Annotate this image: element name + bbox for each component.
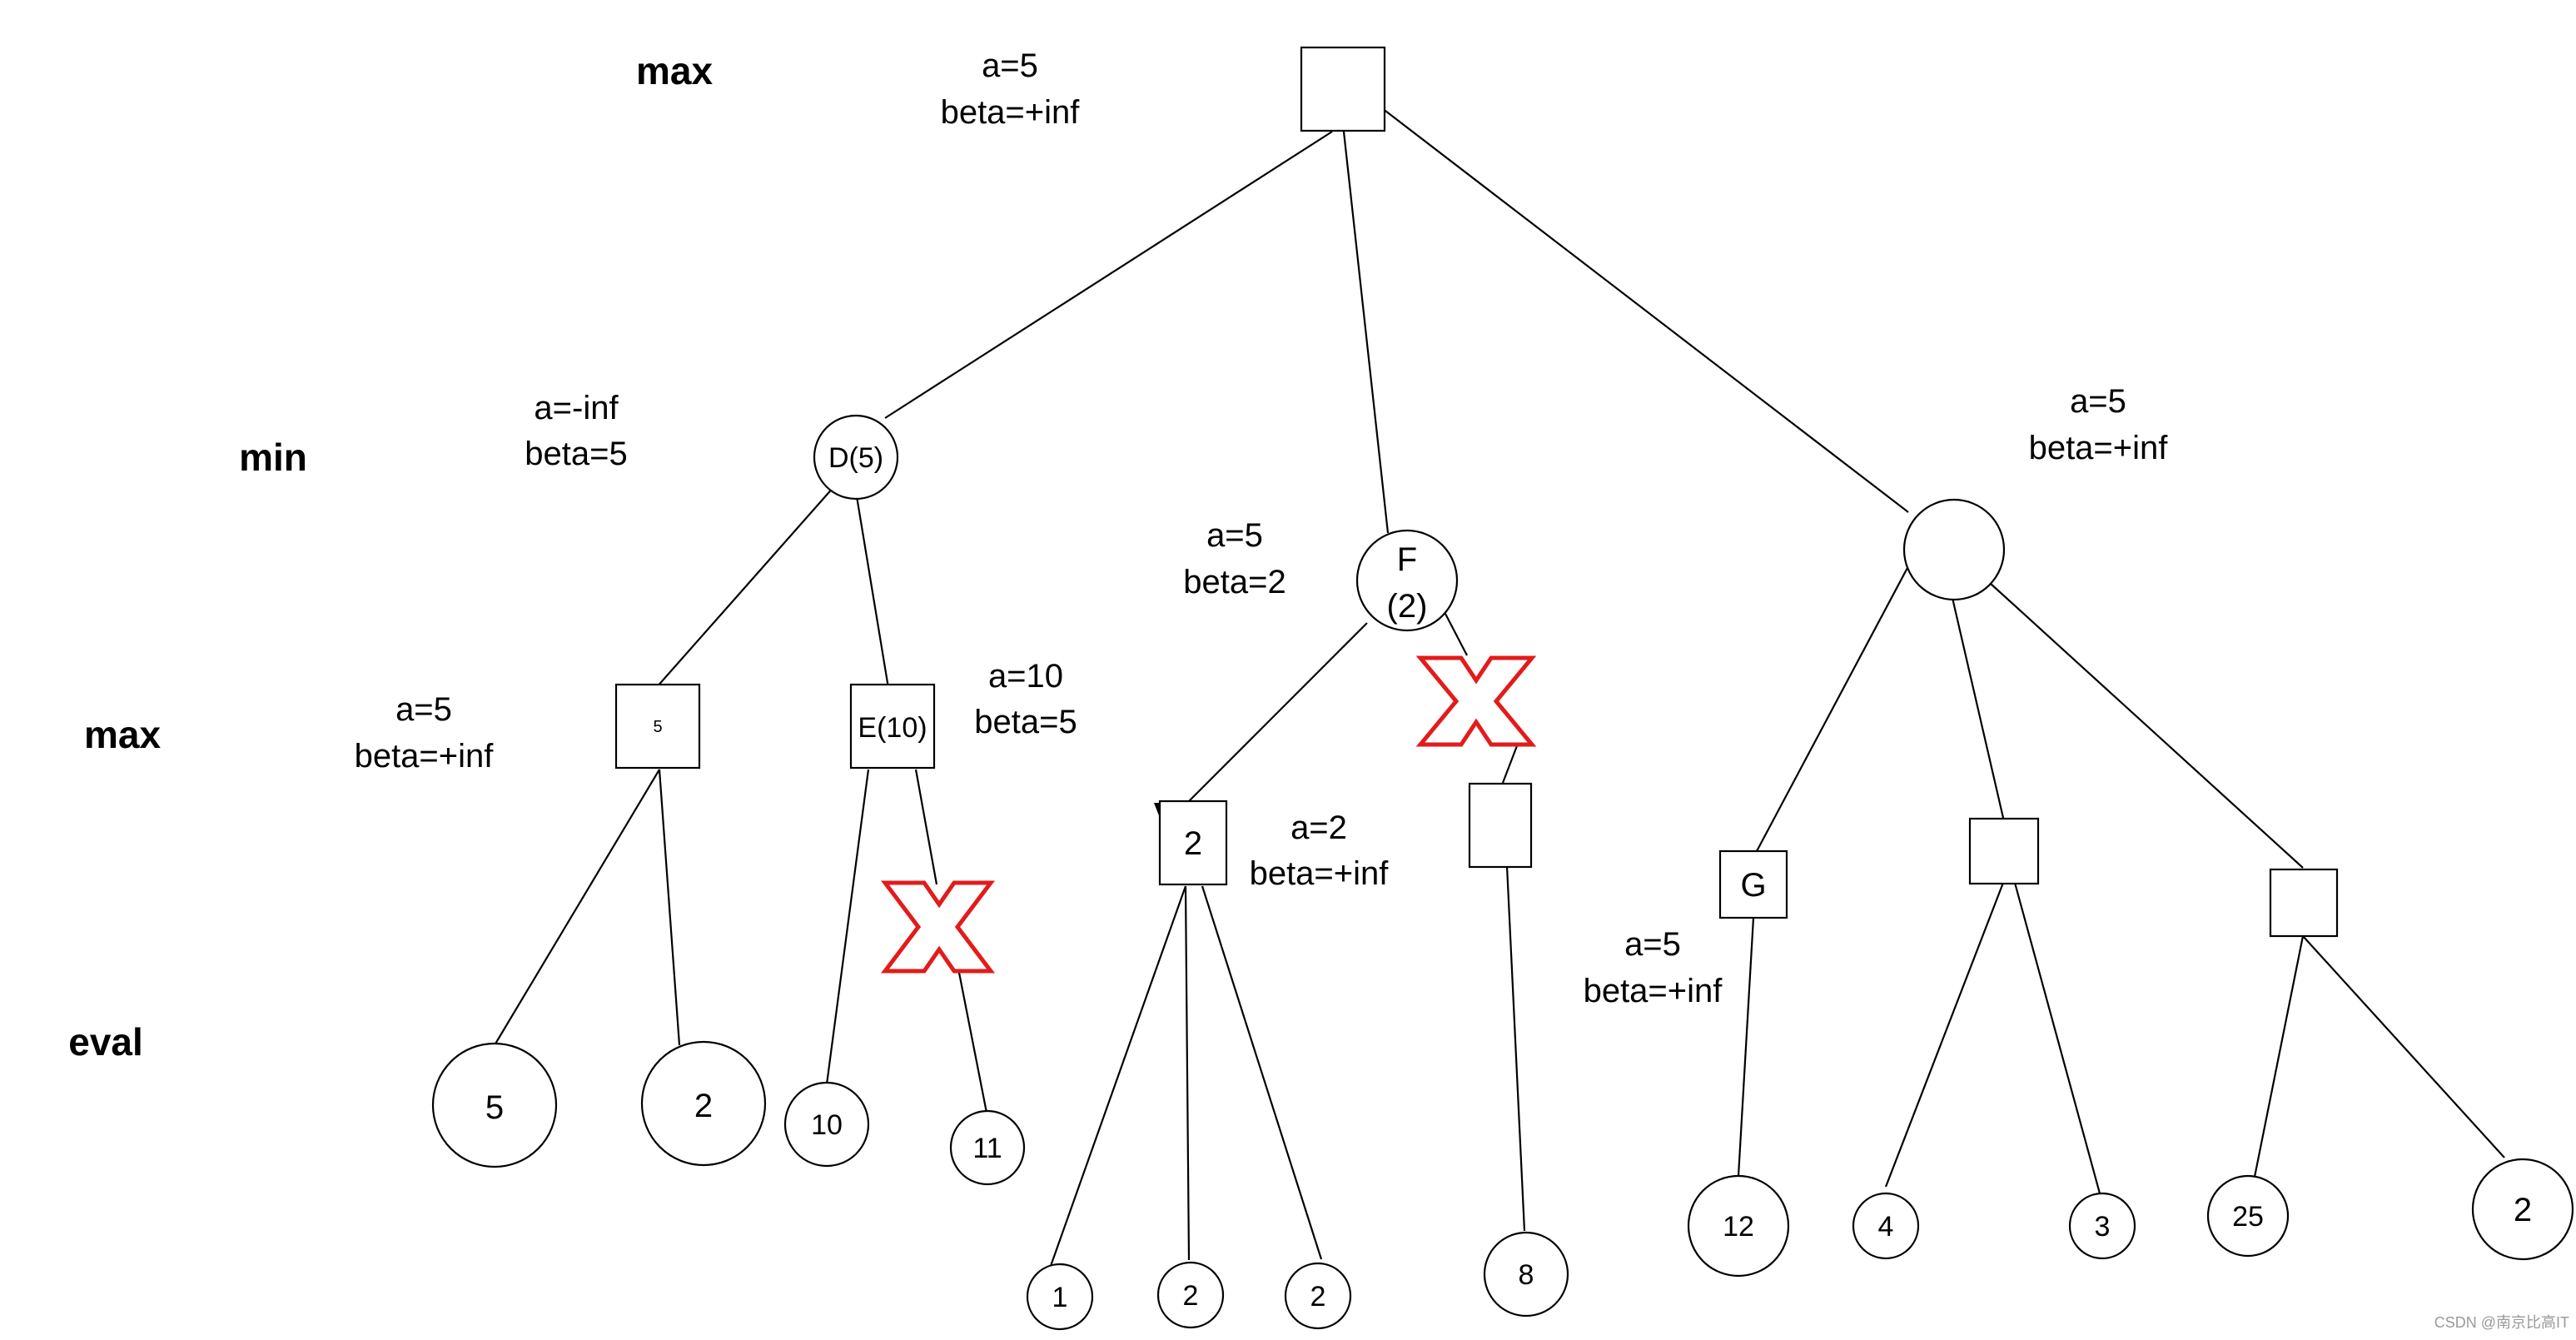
level-label-max-top: max [636,49,713,92]
edge-root-f [1342,131,1390,534]
edge-d-e [854,491,890,689]
leaf-value: 25 [2232,1201,2264,1233]
edge-mid-leaf3 [2013,882,2101,1194]
annotation-right-alpha: a=5 [2070,383,2126,420]
leaf-node [640,1040,767,1167]
annotation-f-alpha: a=5 [1206,517,1263,554]
leaf-node [1687,1174,1790,1278]
leaf-value: 1 [1052,1282,1068,1313]
node-max-2-label: 2 [1184,825,1202,862]
node-right-mid-max [1968,817,2040,885]
node-e-label: E(10) [858,712,927,744]
leaf-value: 3 [2095,1211,2111,1243]
annotation-e-beta: beta=5 [974,704,1077,740]
edge-root-right [1381,107,1909,513]
edge-d-max5 [655,486,835,689]
leaf-node [2206,1174,2290,1258]
leaf-node [1852,1192,1920,1260]
leaf-node [949,1109,1026,1186]
edge-e-leaf11-bottom [957,972,988,1113]
prune-x-icon [880,880,996,974]
edge-root-d [884,131,1333,419]
leaf-node [1483,1231,1569,1318]
edge-max5-leaf5 [494,769,660,1046]
annotation-right-beta: beta=+inf [2029,430,2169,466]
level-label-min: min [239,436,307,479]
edge-f-cut-top [1444,611,1468,656]
edge-f-cut-bottom [1501,743,1519,784]
leaf-value: 2 [2514,1192,2532,1228]
leaf-value: 12 [1723,1211,1754,1243]
tree-edges [494,107,2505,1267]
leaf-node [431,1042,558,1168]
leaf-node [1284,1262,1352,1330]
node-max-2 [1158,800,1228,886]
node-f-label-line1: F [1397,541,1417,578]
edge-g-leaf12 [1737,917,1755,1177]
edge-e-leaf10 [825,769,870,1085]
edge-right-g [1756,565,1909,852]
node-cut-box [1468,782,1533,869]
leaf-value: 4 [1878,1211,1894,1243]
annotation-e-alpha: a=10 [988,658,1063,695]
edge-max5-leaf2 [658,769,681,1046]
leaf-node [2068,1192,2136,1260]
node-d-label: D(5) [828,442,883,474]
annotation-root-beta: beta=+inf [941,94,1081,131]
annotations: a=5 beta=+inf a=-inf beta=5 a=5 beta=+in… [355,47,2169,1009]
node-max-5 [614,683,701,770]
root-max-node [1300,46,1386,132]
annotation-f-beta: beta=2 [1183,564,1286,600]
edge-max2-leaf2b [1201,885,1323,1260]
edge-f-max2 [1188,622,1368,802]
leaf-value: 10 [811,1109,843,1141]
node-f [1355,529,1459,632]
level-label-eval: eval [68,1020,143,1064]
annotation-two-beta: beta=+inf [1250,855,1390,892]
edge-far-leaf25 [2252,935,2305,1182]
edge-far-leaf2 [2302,935,2505,1158]
annotation-two-alpha: a=2 [1290,809,1347,846]
leaf-value: 2 [1310,1281,1326,1313]
edge-mid-leaf4 [1884,882,2005,1188]
leaf-node [1156,1261,1225,1329]
edge-max2-leaf2a [1184,885,1191,1261]
annotation-g-alpha: a=5 [1624,926,1681,963]
node-g-label: G [1740,867,1766,904]
annotation-left-max-alpha: a=5 [395,691,452,728]
edge-right-mid [1951,597,2005,819]
node-g [1718,849,1788,919]
watermark-text: CSDN @南京比高IT [2434,1314,2569,1331]
edge-right-far [1989,582,2304,869]
leaf-node [783,1081,870,1168]
leaf-node [2471,1158,2574,1261]
annotation-left-max-beta: beta=+inf [355,738,495,775]
node-f-label-line2: (2) [1387,588,1428,625]
leaf-value: 2 [694,1088,713,1124]
edge-e-leaf11-top [914,769,938,885]
annotation-d-beta: beta=5 [525,436,627,472]
node-d [813,414,899,501]
prune-x-icon [1415,655,1537,747]
annotation-g-beta: beta=+inf [1584,973,1723,1009]
leaf-value: 2 [1183,1280,1199,1312]
leaf-value: 8 [1519,1259,1534,1291]
annotation-root-alpha: a=5 [982,47,1038,84]
node-e [849,683,936,770]
leaf-value: 5 [485,1089,504,1126]
leaf-value: 11 [972,1133,1002,1164]
node-max-5-label: 5 [653,718,662,736]
node-right-far-max [2269,868,2339,938]
edge-max2-leaf1 [1049,885,1187,1267]
edge-box-leaf8 [1505,865,1526,1232]
node-right-min [1902,498,2006,601]
level-label-max: max [84,713,161,756]
leaf-node [1026,1263,1094,1331]
annotation-d-alpha: a=-inf [534,390,619,426]
